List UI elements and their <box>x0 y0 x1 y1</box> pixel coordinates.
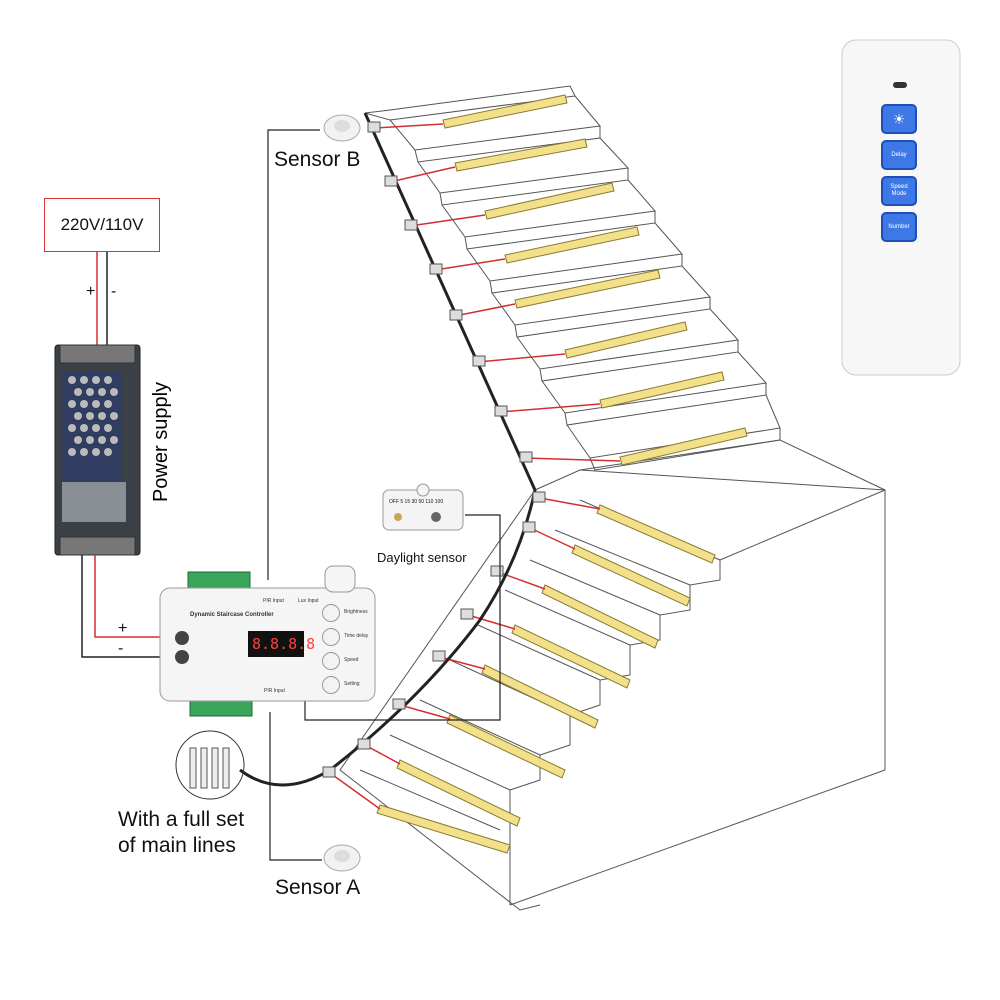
mains-plus-label: + <box>86 283 96 300</box>
time-delay-button[interactable] <box>322 628 340 646</box>
bus-cable <box>239 112 537 787</box>
voltage-box: 220V/110V <box>44 198 160 252</box>
sensor-b-device <box>323 114 361 142</box>
sensor-a-device <box>323 844 361 872</box>
main-lines-bundle <box>175 730 245 800</box>
time-delay-label: Time delay <box>344 633 369 639</box>
output-minus-label: - <box>118 640 124 657</box>
power-supply-unit <box>54 344 141 556</box>
main-lines-label-2: of main lines <box>118 834 236 857</box>
controller-device <box>159 565 376 717</box>
power-supply-label: Power supply <box>150 381 172 503</box>
speed-label: Speed <box>344 657 359 663</box>
main-lines-label-1: With a full set <box>118 808 245 831</box>
daylight-sensor-device <box>382 483 464 531</box>
controller-lux-top: Lux Input <box>298 598 319 604</box>
sensor-wires <box>267 129 501 861</box>
psu-output-wires <box>81 555 160 658</box>
remote-speed-mode-button[interactable]: Speed Mode <box>881 176 917 206</box>
remote-number-button[interactable]: Number <box>881 212 917 242</box>
output-plus-label: + <box>118 620 128 637</box>
controller-pir-top: PIR Input <box>263 598 284 604</box>
remote-delay-button[interactable]: Delay <box>881 140 917 170</box>
mains-wires <box>96 252 108 345</box>
brightness-button[interactable] <box>322 604 340 622</box>
controller-title: Dynamic Staircase Controller <box>190 612 274 618</box>
bus-connectors <box>322 121 546 778</box>
remote-brightness-button[interactable]: ☀ <box>881 104 917 134</box>
sensor-b-label: Sensor B <box>274 148 361 171</box>
speed-button[interactable] <box>322 652 340 670</box>
mains-minus-label: - <box>111 283 117 300</box>
remote-device <box>841 39 961 376</box>
daylight-scale: OFF 5 15 30 50 110 100 <box>389 499 444 505</box>
controller-pir-bottom: PIR Input <box>264 688 285 694</box>
setting-label: Setting <box>344 681 360 687</box>
strip-feed-wires <box>329 123 621 810</box>
led-strips-lower <box>376 504 716 854</box>
controller-display: 8.8.8.8 <box>252 635 316 653</box>
sensor-a-label: Sensor A <box>275 876 361 899</box>
daylight-sensor-label: Daylight sensor <box>377 550 467 565</box>
led-strips-upper <box>442 94 748 466</box>
setting-button[interactable] <box>322 676 340 694</box>
brightness-label: Brightness <box>344 609 368 615</box>
